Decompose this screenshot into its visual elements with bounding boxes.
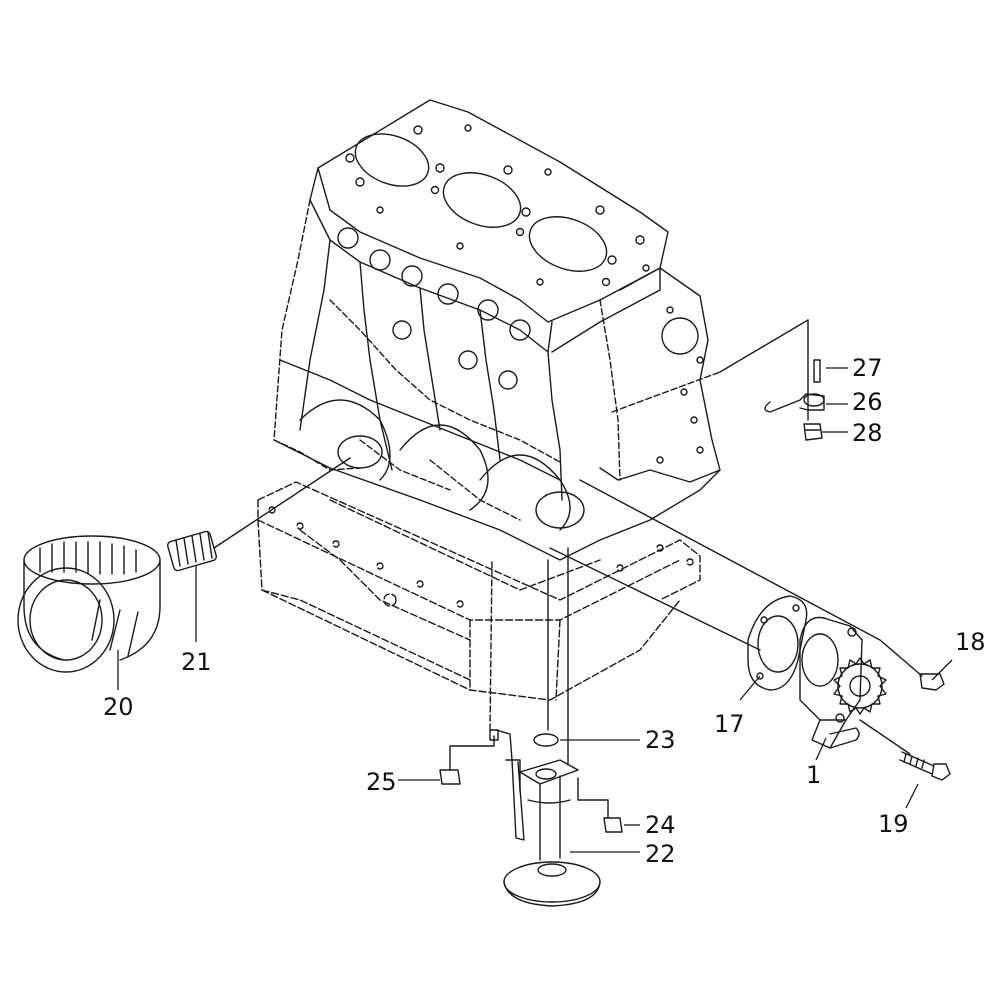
leader-1 — [815, 737, 827, 761]
leader-19 — [905, 783, 919, 809]
oil-pan — [258, 482, 700, 700]
callout-24: 24 — [645, 811, 676, 839]
callout-28: 28 — [852, 419, 883, 447]
threaded-fitting — [167, 531, 218, 572]
engine-block — [274, 100, 720, 560]
bolt-19 — [900, 752, 950, 780]
callout-23: 23 — [645, 726, 676, 754]
bolt-18 — [880, 640, 944, 690]
callout-1: 1 — [806, 761, 821, 789]
callout-22: 22 — [645, 840, 676, 868]
oil-pump — [748, 596, 886, 748]
leader-17 — [739, 675, 761, 701]
callout-27: 27 — [852, 354, 883, 382]
leader-18 — [931, 659, 953, 681]
callout-25: 25 — [366, 768, 397, 796]
callout-20: 20 — [103, 693, 134, 721]
oil-jet-assembly — [612, 320, 824, 440]
callout-21: 21 — [181, 648, 212, 676]
callout-26: 26 — [852, 388, 883, 416]
oil-filter — [18, 536, 160, 672]
callout-18: 18 — [955, 628, 986, 656]
callout-17: 17 — [714, 710, 745, 738]
callout-19: 19 — [878, 810, 909, 838]
oil-strainer — [440, 548, 622, 906]
